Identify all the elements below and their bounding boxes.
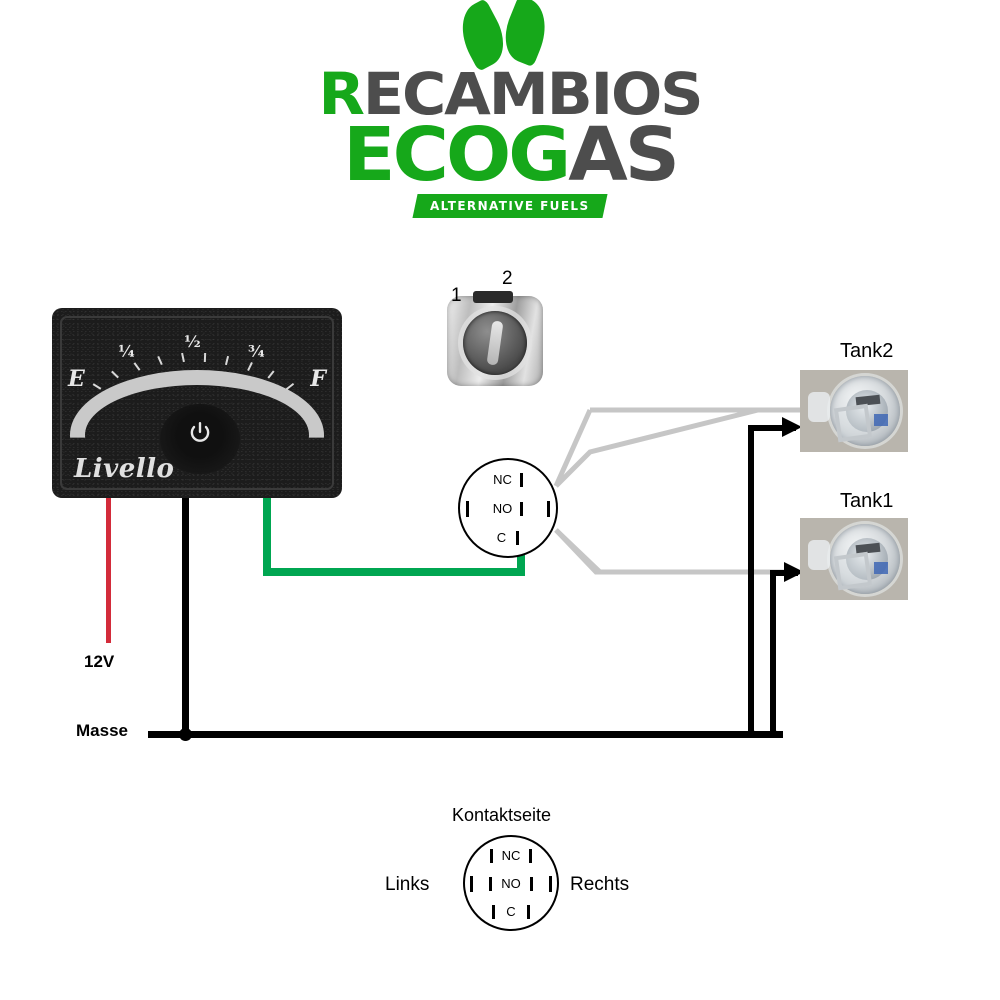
wire-12v-red bbox=[106, 498, 111, 643]
rotary-switch-face bbox=[463, 310, 527, 375]
arrowhead-tank2 bbox=[782, 417, 802, 437]
legend-tick-nc-right bbox=[529, 848, 533, 863]
logo-line-recambios: RECAMBIOS bbox=[302, 65, 718, 123]
legend-tick-c-left bbox=[492, 904, 496, 919]
switch-contact-diagram: NC NO C bbox=[458, 458, 558, 558]
wire-sensor-no-to-tank1-lower bbox=[554, 528, 790, 575]
wire-sensor-nc-to-tank1 bbox=[554, 407, 759, 488]
tank1-sensor-photo bbox=[800, 518, 908, 600]
legend-left-label: Links bbox=[385, 874, 430, 895]
tank2-sensor-photo bbox=[800, 370, 908, 452]
legend-tick-no-right bbox=[529, 876, 533, 891]
gauge-label-empty: E bbox=[68, 366, 85, 392]
wire-gauge-ground bbox=[182, 498, 189, 736]
rotary-position-2-label: 2 bbox=[502, 268, 513, 289]
legend-tick-left-edge bbox=[470, 876, 473, 892]
wire-tank2-ground bbox=[748, 428, 754, 734]
tank1-label: Tank1 bbox=[840, 490, 894, 512]
junction-dot-gauge bbox=[179, 728, 192, 741]
arrowhead-tank1 bbox=[784, 562, 804, 582]
wire-tank2-ground-lead bbox=[748, 425, 796, 431]
logo-eco: ECO bbox=[343, 112, 511, 198]
legend-tick-no-left bbox=[489, 876, 493, 891]
legend-title: Kontaktseite bbox=[452, 805, 552, 825]
legend-tick-right-edge bbox=[549, 876, 552, 892]
tank2-label: Tank2 bbox=[840, 340, 894, 362]
gauge-label-three-quarter: ¾ bbox=[248, 342, 265, 361]
gauge-label-quarter: ¼ bbox=[118, 342, 135, 361]
contact-tick-right bbox=[547, 501, 550, 517]
rotary-position-1-label: 1 bbox=[451, 285, 462, 306]
contact-label-nc: NC bbox=[493, 472, 512, 487]
rotary-switch-tab bbox=[473, 291, 513, 303]
logo-r: R bbox=[318, 60, 364, 128]
logo-g: G bbox=[508, 112, 571, 198]
gauge-brand-label: Livello bbox=[74, 454, 175, 484]
label-12v: 12V bbox=[84, 652, 115, 671]
gauge-bezel bbox=[60, 316, 334, 490]
fuel-level-gauge: E ¼ ½ ¾ F Livello bbox=[52, 308, 342, 498]
legend-label-nc: NC bbox=[501, 848, 521, 863]
contact-tick-left bbox=[466, 501, 469, 517]
gauge-hub bbox=[160, 404, 240, 474]
legend-label-c: C bbox=[506, 904, 516, 919]
wire-signal-green-horizontal bbox=[263, 568, 525, 576]
gauge-label-half: ½ bbox=[184, 332, 201, 351]
logo-ecambios: ECAMBIOS bbox=[362, 60, 704, 128]
logo-tagline: ALTERNATIVE FUELS bbox=[430, 199, 590, 213]
contact-tick-c bbox=[516, 530, 520, 545]
wire-tank1-ground bbox=[770, 573, 776, 734]
legend-contact-diagram: NC NO C bbox=[463, 835, 559, 931]
contact-tick-nc bbox=[519, 472, 523, 487]
label-masse: Masse bbox=[76, 721, 128, 740]
rotary-switch-knob[interactable] bbox=[486, 320, 504, 366]
power-icon bbox=[190, 422, 210, 443]
leaf-icon bbox=[310, 0, 710, 72]
wire-sensor-cross-upper bbox=[553, 408, 593, 488]
gauge-tick bbox=[203, 352, 207, 363]
logo-line-ecogas: ECOGAS bbox=[302, 118, 718, 192]
contact-label-c: C bbox=[496, 530, 507, 545]
legend-tick-nc-left bbox=[489, 848, 493, 863]
wire-signal-green-vertical bbox=[263, 498, 271, 576]
ground-bus bbox=[148, 731, 783, 738]
legend-right-label: Rechts bbox=[570, 874, 630, 895]
brand-logo: RECAMBIOS ECOGAS ALTERNATIVE FUELS bbox=[310, 0, 710, 218]
legend-tick-c-right bbox=[526, 904, 530, 919]
rotary-switch[interactable] bbox=[447, 291, 543, 386]
contact-label-no: NO bbox=[492, 501, 513, 516]
contact-tick-no bbox=[520, 501, 524, 516]
legend-label-no: NO bbox=[501, 876, 521, 891]
junction-dot-tank2 bbox=[748, 730, 756, 738]
logo-tagline-bar: ALTERNATIVE FUELS bbox=[412, 194, 608, 218]
gauge-label-full: F bbox=[310, 366, 326, 392]
wire-sensor-cross-lower bbox=[554, 528, 602, 574]
junction-dot-tank1 bbox=[770, 730, 778, 738]
logo-as: AS bbox=[568, 112, 680, 198]
